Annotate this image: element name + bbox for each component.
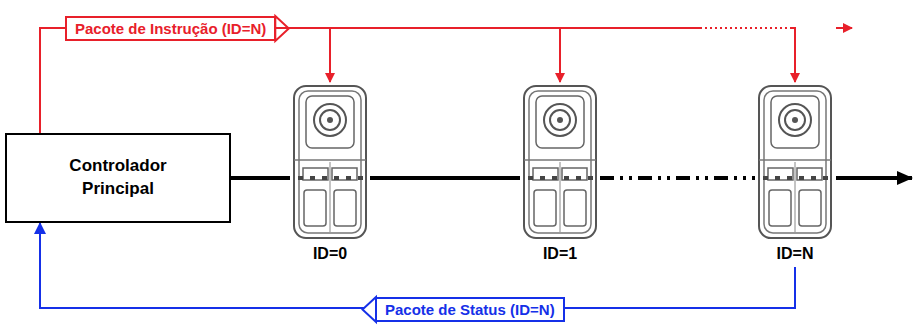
bus-extension xyxy=(836,176,912,180)
instruction-trunk-extension xyxy=(836,27,852,29)
dotted-trunk xyxy=(628,27,700,29)
label-pointer xyxy=(363,297,377,322)
packet-label: Pacote de Instrução (ID=N) xyxy=(65,16,276,41)
packet-arrow xyxy=(40,223,795,308)
servo-motor: ID=N xyxy=(755,82,835,267)
bus-line xyxy=(600,176,755,180)
servo-illustration xyxy=(520,82,600,242)
packet-label: Pacote de Status (ID=N) xyxy=(375,297,565,322)
bus-line xyxy=(370,176,520,180)
servo-illustration xyxy=(755,82,835,242)
servo-id: ID=N xyxy=(735,245,855,263)
servo-id: ID=1 xyxy=(500,245,620,263)
servo-id: ID=0 xyxy=(270,245,390,263)
controller-box: Controlador Principal xyxy=(5,133,231,223)
servo-illustration xyxy=(290,82,370,242)
servo-motor: ID=1 xyxy=(520,82,600,267)
box-label: Controlador Principal xyxy=(58,155,178,201)
packet-arrow xyxy=(40,28,330,133)
servo-motor: ID=0 xyxy=(290,82,370,267)
bus-line xyxy=(231,176,290,180)
dotted-gap-mask xyxy=(640,24,790,32)
packet-arrow xyxy=(40,28,795,133)
dotted-trunk xyxy=(700,27,790,29)
